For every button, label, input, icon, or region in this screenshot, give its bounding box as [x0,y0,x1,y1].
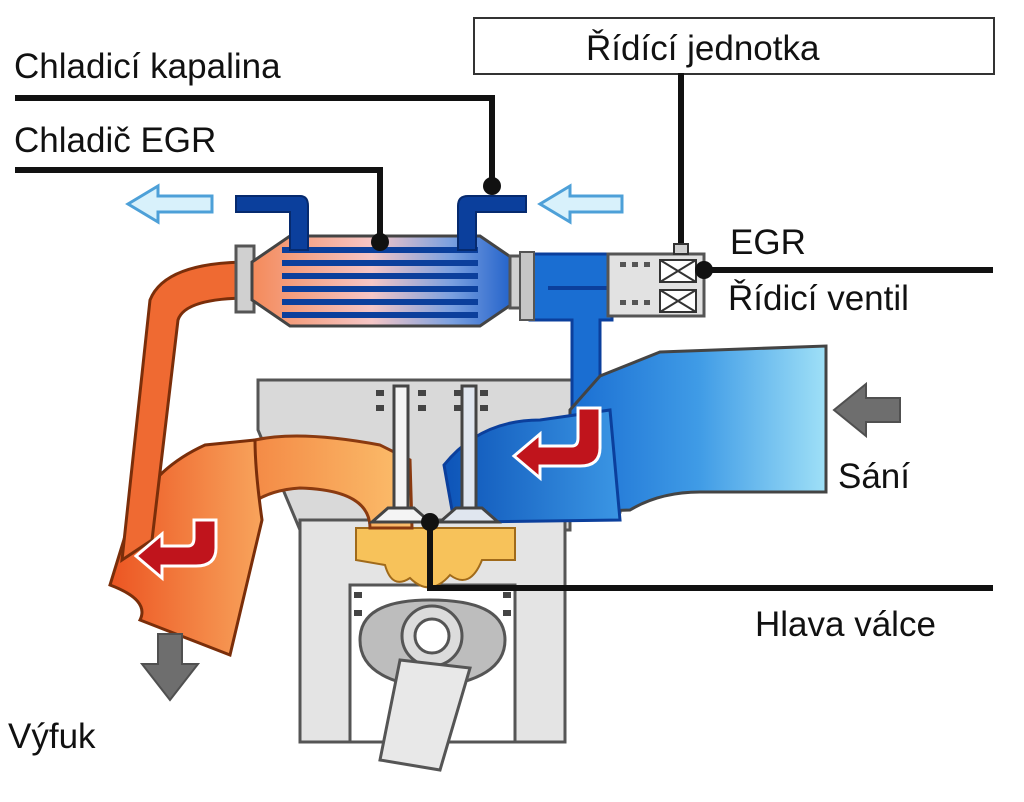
coolant-label: Chladicí kapalina [14,47,281,86]
control-unit-box [473,17,995,75]
egr-cooler-label: Chladič EGR [14,121,216,160]
egr-cooler [235,195,527,328]
egr-valve [508,251,706,410]
piston [358,598,507,772]
leader-lines [15,73,993,591]
coolant-flow-arrows [125,183,624,225]
intake-label: Sání [838,457,910,496]
engine-valves [368,384,502,524]
cylinder-head-label: Hlava válce [755,605,936,644]
exhaust-label: Výfuk [8,717,96,756]
egr-label: EGR [730,223,806,262]
intake-manifold [442,344,828,524]
grey-flow-arrows [139,381,901,702]
gas-flow-arrows [133,406,602,582]
egr-control-valve-label: Řídicí ventil [728,279,909,318]
control-unit-label: Řídící jednotka [586,29,820,68]
